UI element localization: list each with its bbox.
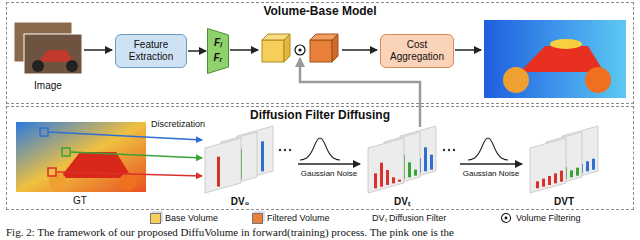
legend-swatch xyxy=(150,213,161,224)
histogram-bar xyxy=(542,179,545,187)
flow-arrow xyxy=(230,49,258,51)
odot-dot xyxy=(505,217,508,220)
diffusion-filter-stack xyxy=(530,126,598,193)
filter-panel xyxy=(368,138,404,193)
histogram-bar xyxy=(408,162,411,177)
histogram-bar xyxy=(430,155,433,170)
legend-label: Filtered Volume xyxy=(267,212,330,224)
volume-filtering-symbol xyxy=(500,212,512,224)
histogram-bar xyxy=(392,177,395,183)
figure-label: GT xyxy=(73,194,87,207)
panel-title: Diffusion Filter Diffusing xyxy=(7,108,633,122)
feature-map-shape xyxy=(207,28,229,74)
figure-label: Image xyxy=(34,79,62,92)
volume-filtering-symbol xyxy=(295,45,305,55)
figure-label: Discretization xyxy=(151,118,205,130)
box-label: Feature Extraction xyxy=(121,39,181,63)
feature-label: Fᵣ xyxy=(207,50,229,65)
noise-arrow xyxy=(460,163,522,164)
figure-label: Gaussian Noise xyxy=(463,168,519,179)
legend-item: DVₜ Diffusion Filter xyxy=(372,212,446,224)
histogram-bar xyxy=(576,168,579,176)
histogram-bar xyxy=(424,147,427,171)
legend-swatch xyxy=(252,213,263,224)
box-label: Cost Aggregation xyxy=(386,39,448,63)
discretization-arrow xyxy=(49,132,202,140)
panel-title: Volume-Base Model xyxy=(7,4,633,18)
filtered-volume-cube xyxy=(310,34,338,62)
histogram-bar xyxy=(560,171,563,182)
process-box: Feature Extraction xyxy=(115,34,187,68)
gaussian-curve xyxy=(300,138,340,160)
legend-item: Filtered Volume xyxy=(252,212,330,224)
histogram-bar xyxy=(548,176,551,185)
histogram-bar xyxy=(398,180,401,182)
legend-item: Volume Filtering xyxy=(500,212,581,224)
noise-arrow xyxy=(298,163,360,164)
odot-ring xyxy=(502,214,511,223)
figure-label: DV₀ xyxy=(231,195,249,208)
filter-panel xyxy=(530,138,566,193)
discretization-arrow xyxy=(71,152,202,158)
histogram-bar xyxy=(554,173,557,183)
base-volume-cube xyxy=(262,34,290,62)
histogram-bar xyxy=(217,157,220,187)
legend-label: Base Volume xyxy=(165,212,218,224)
histogram-bar xyxy=(386,170,389,185)
histogram-bar xyxy=(261,141,264,171)
input-image xyxy=(14,22,82,74)
histogram-bar xyxy=(380,163,383,187)
histogram-bar xyxy=(586,161,589,171)
histogram-bar xyxy=(592,159,595,170)
legend-label: DVₜ Diffusion Filter xyxy=(372,212,446,224)
figure-caption: Fig. 2: The framework of our proposed Di… xyxy=(6,226,454,239)
figure-label: Gaussian Noise xyxy=(301,168,357,179)
legend-item: Base Volume xyxy=(150,212,218,224)
figure-label: DVT xyxy=(554,195,574,208)
output-disparity-map xyxy=(484,20,626,98)
feature-map: FₗFᵣ xyxy=(207,28,229,74)
diffusion-filter-stack xyxy=(368,126,436,193)
feature-map-labels: FₗFᵣ xyxy=(207,28,229,65)
connector-arrow xyxy=(188,50,206,52)
feature-label: Fₗ xyxy=(207,35,229,50)
histogram-bar xyxy=(374,173,377,188)
flow-arrow xyxy=(84,49,112,51)
ground-truth-map xyxy=(16,122,146,192)
discretization-arrow xyxy=(57,172,202,176)
filter-panel xyxy=(205,138,241,193)
dashed-panel: Diffusion Filter Diffusing xyxy=(6,106,634,210)
legend-label: Volume Filtering xyxy=(516,212,581,224)
figure-label: DVₜ xyxy=(394,195,410,208)
feature-map-outline xyxy=(208,29,229,74)
gaussian-curve xyxy=(468,138,508,160)
histogram-bar xyxy=(570,170,573,177)
process-box: Cost Aggregation xyxy=(380,34,454,68)
histogram-bar xyxy=(414,170,417,176)
dashed-panel: Volume-Base ModelFeature Extraction FₗFᵣ C… xyxy=(6,2,634,104)
flow-arrow xyxy=(342,49,377,51)
diffusion-filter-stack xyxy=(205,126,273,193)
flow-arrow xyxy=(455,49,481,51)
histogram-bar xyxy=(536,181,539,188)
